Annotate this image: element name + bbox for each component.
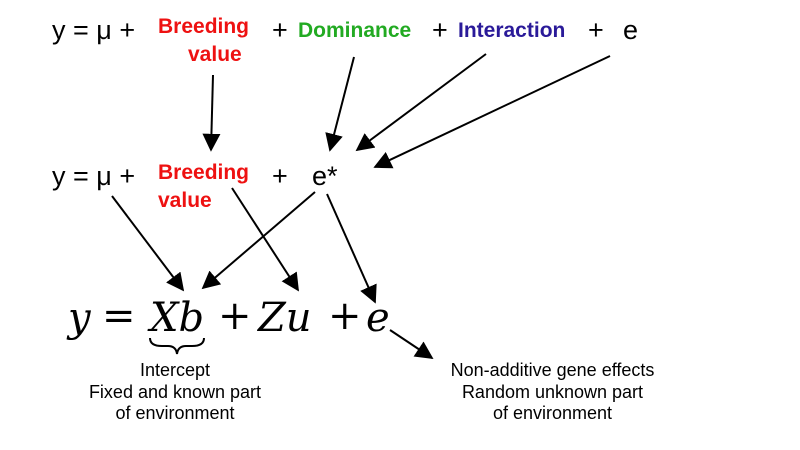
- model-xb: Xb: [150, 295, 205, 341]
- intercept-note-line1: Intercept: [139, 360, 211, 380]
- nonadditive-note-line3: of environment: [492, 403, 613, 424]
- arrow-dominance-to-estar: [325, 56, 355, 152]
- intercept-note-line2: Fixed and known part: [88, 381, 262, 402]
- arrow-estar-to-xb: [201, 191, 316, 290]
- eq2-lhs: y = μ +: [52, 161, 136, 191]
- arrow-breeding-to-zu: [231, 187, 299, 292]
- model-y: y: [68, 295, 91, 341]
- eq2-breeding-value-line1: Breeding: [158, 161, 250, 184]
- eq1-error: e: [623, 15, 639, 45]
- nonadditive-note-line2: Random unknown part: [461, 381, 644, 402]
- arrow-interaction-to-estar: [355, 53, 487, 152]
- eq2-breeding-value-line2: value: [158, 189, 212, 212]
- intercept-note: Intercept Fixed and known part of enviro…: [60, 360, 290, 425]
- eq1-plus-1: +: [272, 15, 288, 45]
- nonadditive-note-line1: Non-additive gene effects: [450, 360, 655, 380]
- nonadditive-note: Non-additive gene effects Random unknown…: [420, 360, 685, 425]
- model-plus-2: +: [328, 293, 362, 339]
- intercept-note-line3: of environment: [115, 403, 235, 424]
- eq1-interaction: Interaction: [458, 19, 566, 42]
- arrow-estar-to-e: [326, 193, 377, 304]
- intercept-brace: [149, 337, 205, 355]
- arrow-mu-to-xb: [111, 195, 185, 292]
- arrow-e-to-nonadditive: [389, 329, 434, 359]
- eq1-lhs: y = μ +: [52, 15, 136, 45]
- arrow-error-to-estar: [373, 55, 611, 169]
- eq1-dominance: Dominance: [298, 19, 412, 42]
- eq2-plus: +: [272, 161, 288, 191]
- model-e: e: [366, 295, 390, 341]
- eq1-plus-3: +: [588, 15, 604, 45]
- model-equals: =: [102, 293, 136, 339]
- arrow-breeding-value-down: [202, 74, 221, 152]
- eq2-error: e*: [312, 161, 338, 191]
- eq1-breeding-value-line2: value: [188, 43, 242, 66]
- eq1-breeding-value-line1: Breeding: [158, 15, 250, 38]
- model-zu: Zu: [258, 295, 312, 341]
- eq1-plus-2: +: [432, 15, 448, 45]
- model-plus-1: +: [218, 293, 252, 339]
